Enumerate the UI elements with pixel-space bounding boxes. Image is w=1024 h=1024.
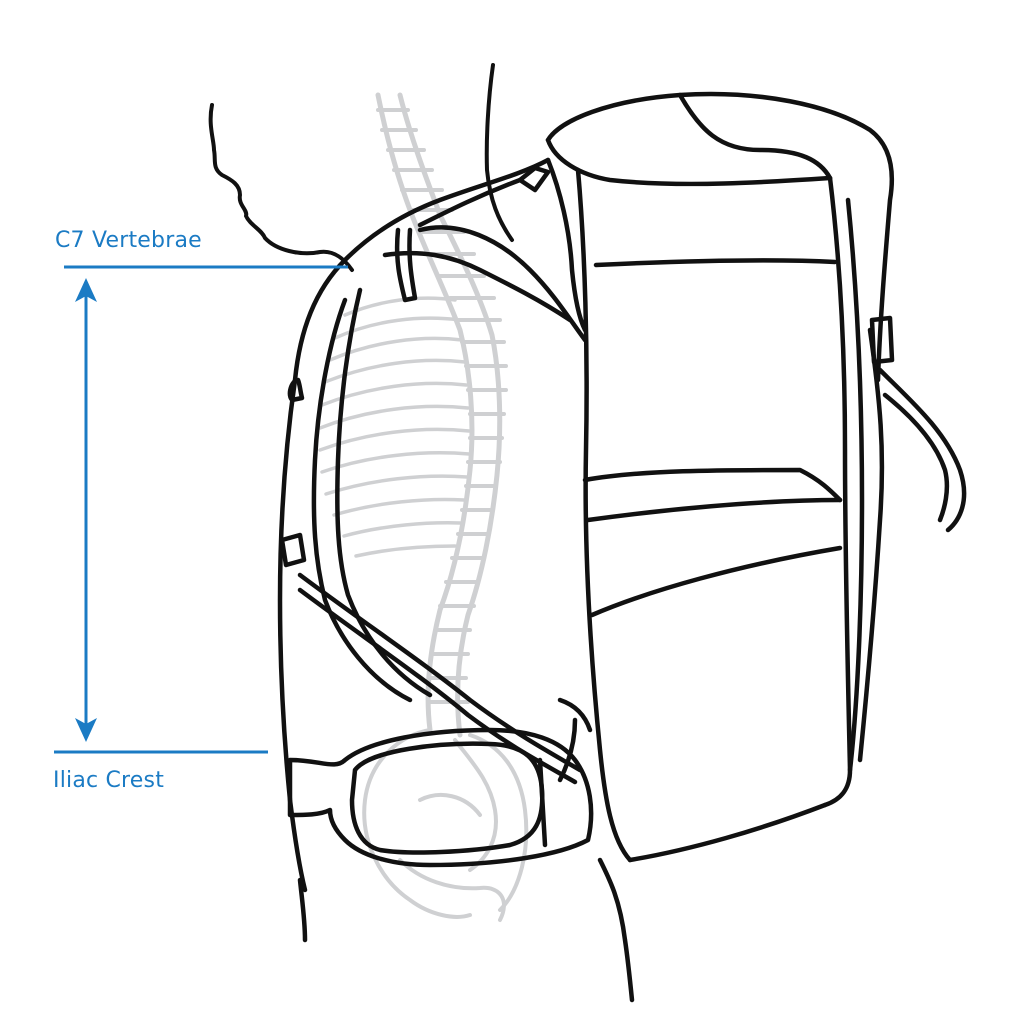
person-outline [208,63,514,272]
measurement-guides [54,265,348,754]
iliac-crest-label: Iliac Crest [53,768,165,793]
arrow-down-icon [75,718,97,742]
c7-vertebrae-label: C7 Vertebrae [55,228,202,253]
backpack [277,91,967,1003]
arrow-up-icon [75,278,97,302]
